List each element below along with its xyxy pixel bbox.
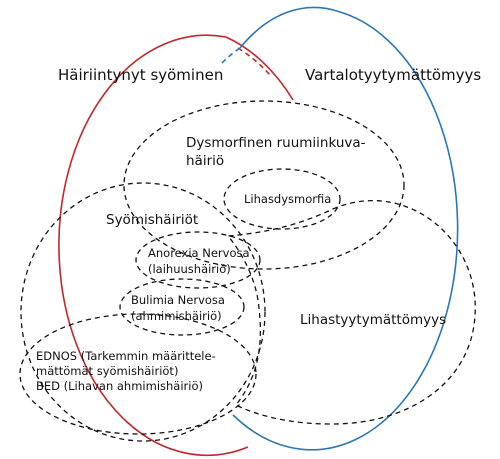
bdd-ellipse <box>123 100 405 270</box>
bdd-label-line2: häiriö <box>186 153 224 169</box>
ednos-ellipse <box>19 313 257 435</box>
bdd-label-line1: Dysmorfinen ruumiinkuva- <box>186 135 366 151</box>
ednos-label-line1: EDNOS (Tarkemmin määrittele- <box>36 349 216 363</box>
bulimia-ellipse <box>119 278 245 336</box>
bulimia-label-line2: (ahmimishäiriö) <box>131 309 222 323</box>
muscle-dysmorphia-ellipse <box>223 168 341 230</box>
muscle-dissatisfaction-label: Lihastyytymättömyys <box>300 312 446 328</box>
body-dissatisfaction-label: Vartalotyytymättömyys <box>305 66 481 84</box>
disordered-eating-label: Häiriintynyt syöminen <box>58 66 223 84</box>
disordered-eating-ellipse <box>58 34 249 457</box>
anorexia-label-line1: Anorexia Nervosa <box>148 246 250 260</box>
bed-label: BED (Lihavan ahmimishäiriö) <box>36 379 203 393</box>
disordered-eating-ellipse-dashed <box>237 47 271 76</box>
body-dissatisfaction-ellipse <box>232 6 459 451</box>
anorexia-ellipse <box>135 231 261 289</box>
muscle-dissatisfaction-shape <box>226 199 476 425</box>
disordered-eating-ellipse-top <box>225 36 294 101</box>
ednos-label-line2: mättömät syömishäiriöt) <box>36 364 178 378</box>
bulimia-label-line1: Bulimia Nervosa <box>131 293 225 307</box>
muscle-dysmorphia-label: Lihasdysmorfia <box>244 192 331 206</box>
anorexia-label-line2: (laihuushäiriö) <box>148 262 231 276</box>
body-dissatisfaction-ellipse-dashed <box>221 47 241 64</box>
eating-disorders-ellipse <box>20 182 266 442</box>
eating-disorders-label: Syömishäiriöt <box>106 212 198 228</box>
